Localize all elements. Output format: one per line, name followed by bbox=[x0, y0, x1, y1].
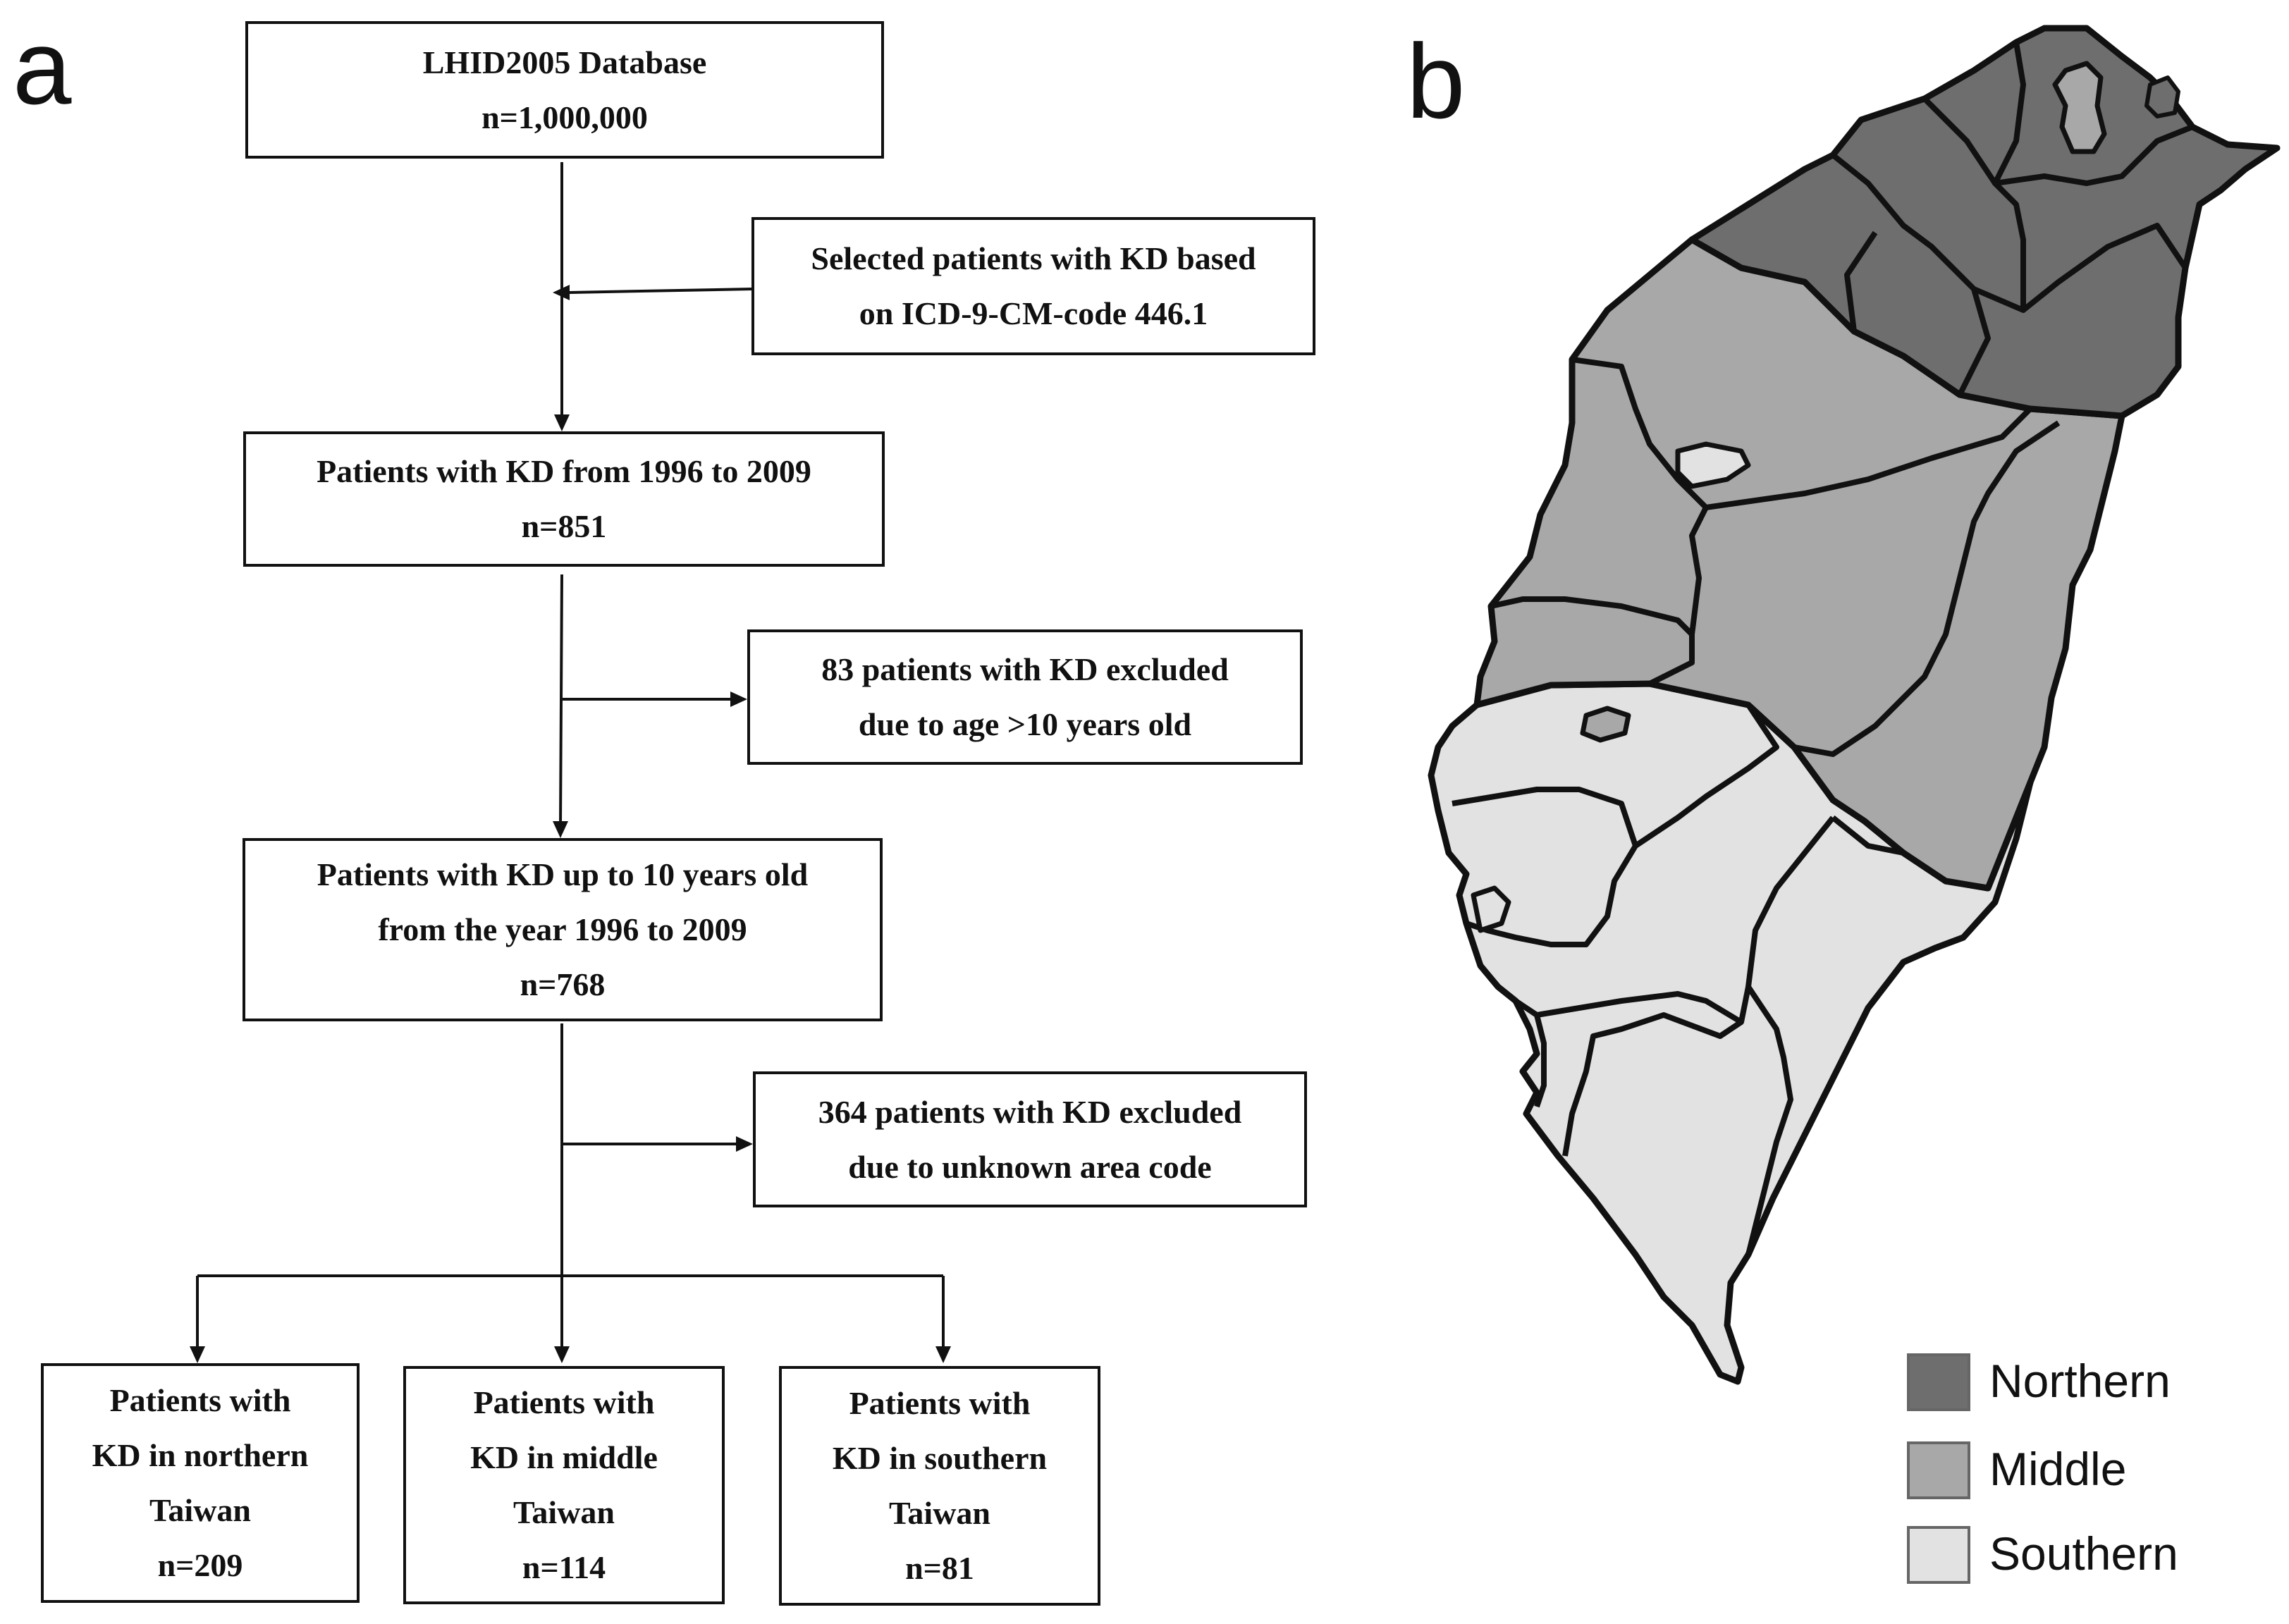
map-boundary-4 bbox=[1992, 42, 2194, 186]
map-boundary-15 bbox=[1562, 1012, 1743, 1157]
connector-selected-in bbox=[569, 288, 752, 294]
map-region-northern bbox=[1688, 25, 2281, 419]
box-southern-line-4: n=81 bbox=[905, 1550, 974, 1586]
box-kd-1996-2009-line-2: n=851 bbox=[521, 508, 607, 544]
map-boundary-8 bbox=[1793, 420, 2061, 757]
map-boundary-10 bbox=[1465, 703, 1779, 947]
box-kd-up-to-10-line-3: n=768 bbox=[520, 966, 606, 1002]
box-kd-up-to-10: Patients with KD up to 10 years old from… bbox=[243, 838, 883, 1021]
box-selected-line-1: Selected patients with KD based bbox=[811, 240, 1256, 276]
box-northern-taiwan: Patients with KD in northern Taiwan n=20… bbox=[41, 1363, 360, 1603]
box-middle-line-2: KD in middle bbox=[470, 1439, 658, 1475]
map-boundary-14 bbox=[1745, 985, 1793, 1255]
box-lhid2005-database: LHID2005 Database n=1,000,000 bbox=[245, 21, 884, 159]
box-excluded-age-line-2: due to age >10 years old bbox=[858, 706, 1192, 742]
map-boundary-5 bbox=[1957, 288, 1991, 396]
map-boundary-12 bbox=[1514, 816, 1836, 1025]
box-middle-line-1: Patients with bbox=[473, 1384, 655, 1420]
panel-label-a: a bbox=[13, 8, 72, 126]
map-boundary-3 bbox=[1922, 97, 2026, 310]
box-database-line-2: n=1,000,000 bbox=[481, 99, 648, 135]
box-northern-line-3: Taiwan bbox=[149, 1492, 252, 1528]
box-excluded-area: 364 patients with KD excluded due to unk… bbox=[753, 1071, 1307, 1207]
legend-label-northern: Northern bbox=[1989, 1355, 2171, 1407]
box-kd-1996-2009: Patients with KD from 1996 to 2009 n=851 bbox=[243, 431, 885, 567]
arrowhead-to-middle bbox=[554, 1346, 570, 1363]
box-southern-taiwan: Patients with KD in southern Taiwan n=81 bbox=[779, 1366, 1100, 1606]
legend-label-southern: Southern bbox=[1989, 1527, 2178, 1580]
arrowhead-to-768 bbox=[553, 821, 568, 838]
legend-label-middle: Middle bbox=[1989, 1443, 2127, 1495]
arrowhead-to-northern bbox=[190, 1346, 205, 1363]
arrowhead-to-southern bbox=[935, 1346, 951, 1363]
map-boundary-9 bbox=[1490, 596, 1694, 636]
arrowhead-db-to-851 bbox=[554, 414, 570, 431]
map-boundary-11 bbox=[1452, 787, 1638, 847]
box-southern-line-1: Patients with bbox=[849, 1385, 1031, 1421]
panel-label-b: b bbox=[1406, 22, 1466, 140]
map-boundary-16 bbox=[1534, 1014, 1547, 1108]
box-kd-up-to-10-line-1: Patients with KD up to 10 years old bbox=[317, 856, 809, 892]
box-kd-1996-2009-line-1: Patients with KD from 1996 to 2009 bbox=[317, 453, 811, 489]
box-middle-taiwan: Patients with KD in middle Taiwan n=114 bbox=[403, 1366, 725, 1604]
arrowhead-excl-area bbox=[736, 1136, 753, 1152]
box-southern-line-2: KD in southern bbox=[832, 1440, 1048, 1476]
box-selected-line-2: on ICD-9-CM-code 446.1 bbox=[859, 295, 1208, 331]
box-middle-line-3: Taiwan bbox=[513, 1494, 615, 1530]
box-northern-line-1: Patients with bbox=[109, 1382, 291, 1418]
box-selected-patients: Selected patients with KD based on ICD-9… bbox=[751, 217, 1315, 355]
box-excluded-age-line-1: 83 patients with KD excluded bbox=[821, 651, 1229, 687]
box-southern-line-3: Taiwan bbox=[888, 1495, 991, 1531]
box-database-line-1: LHID2005 Database bbox=[422, 44, 707, 80]
box-excluded-area-line-2: due to unknown area code bbox=[848, 1148, 1212, 1185]
box-excluded-age: 83 patients with KD excluded due to age … bbox=[747, 629, 1303, 765]
map-enclave-coast bbox=[1471, 885, 1511, 933]
map-enclave-northern bbox=[2052, 61, 2107, 154]
legend-swatch-southern bbox=[1907, 1526, 1970, 1584]
legend-swatch-middle bbox=[1907, 1441, 1970, 1499]
box-northern-line-2: KD in northern bbox=[92, 1437, 309, 1473]
box-excluded-area-line-1: 364 patients with KD excluded bbox=[818, 1093, 1242, 1130]
map-enclave-northeast bbox=[2144, 75, 2180, 118]
box-northern-line-4: n=209 bbox=[157, 1547, 243, 1583]
box-middle-line-4: n=114 bbox=[522, 1549, 606, 1585]
connector-851-to-768 bbox=[559, 574, 563, 829]
map-enclave-southern bbox=[1580, 706, 1631, 743]
arrowhead-selected-in bbox=[553, 285, 570, 300]
arrowhead-excl-age bbox=[730, 691, 747, 707]
map-boundary-2 bbox=[1844, 230, 1878, 332]
map-boundary-7 bbox=[1648, 506, 1709, 687]
box-kd-up-to-10-line-2: from the year 1996 to 2009 bbox=[378, 911, 747, 947]
legend-swatch-northern bbox=[1907, 1353, 1970, 1411]
map-boundary-1 bbox=[1831, 152, 2188, 313]
map-enclave-middle bbox=[1675, 441, 1751, 489]
map-boundary-13 bbox=[1831, 815, 1904, 856]
